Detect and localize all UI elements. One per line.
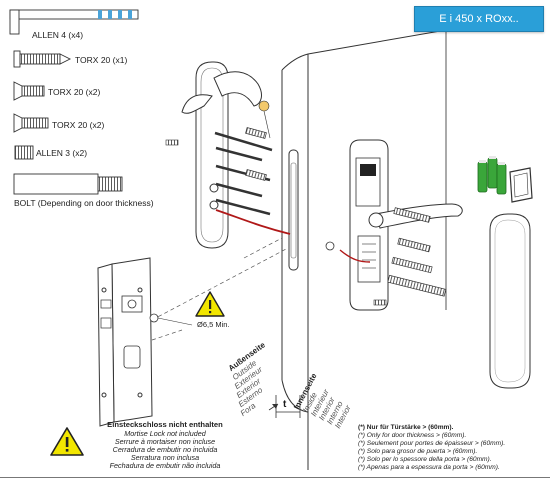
- spacer-marker-icon: [258, 100, 271, 139]
- warning-icon: [50, 427, 84, 456]
- outside-escutcheon: [165, 61, 291, 249]
- part-label-torx-20-short: TORX 20 (x1): [75, 55, 128, 65]
- mortise-note-line: Serrure à mortaiser non incluse: [114, 437, 216, 446]
- short-torx-screw-icon: [13, 50, 72, 68]
- mortise-note-line: Mortise Lock not included: [124, 429, 206, 438]
- warning-icon: [195, 291, 225, 317]
- part-label-torx-20-a: TORX 20 (x2): [48, 87, 101, 97]
- thickness-note-line: (*) Solo per lo spessore della porta > (…: [358, 456, 492, 463]
- thickness-note-line: (*) Solo para grosor de puerta > (60mm).: [358, 448, 478, 455]
- door-thickness-symbol: t: [283, 399, 287, 410]
- mortise-note-line: Fechadura de embutir não incluida: [109, 461, 221, 470]
- thickness-note-line: (*) Apenas para a espessura da porta > (…: [358, 464, 500, 471]
- countersunk-torx-screw-icon: [13, 113, 49, 133]
- bolt-icon: [13, 173, 123, 195]
- mortise-lock: [97, 257, 153, 427]
- mortise-note-line: Serratura non inclusa: [130, 453, 200, 462]
- grub-screw-icon: [14, 145, 34, 160]
- mortise-note-line: Cerradura de embutir no incluida: [112, 445, 218, 454]
- thickness-note-line: (*) Seulement pour portes de épaisseur >…: [358, 440, 506, 447]
- inside-escutcheon: [325, 139, 463, 311]
- allen-key-icon: [9, 9, 139, 35]
- projection-lines: [151, 237, 289, 341]
- countersunk-torx-screw-icon: [13, 81, 45, 101]
- part-label-allen-3: ALLEN 3 (x2): [36, 148, 88, 158]
- model-badge: E i 450 x ROxx..: [414, 6, 544, 32]
- hole-diameter-label: Ø6,5 Min.: [197, 320, 230, 329]
- mortise-note-line: Einsteckschloss nicht enthalten: [107, 420, 223, 429]
- part-label-bolt: BOLT (Depending on door thickness): [14, 198, 154, 208]
- part-label-allen-4: ALLEN 4 (x4): [32, 30, 84, 40]
- battery-pack-icon: [477, 156, 507, 195]
- bottom-divider: [0, 477, 550, 478]
- thickness-note-line: (*) Nur für Türstärke > (60mm).: [358, 424, 454, 431]
- battery-cover-icon: [509, 167, 533, 203]
- direction-arrow-icon: [268, 403, 279, 411]
- door-leaf: [275, 29, 447, 470]
- hole-measure-icon: [149, 313, 193, 326]
- part-label-torx-20-b: TORX 20 (x2): [52, 120, 105, 130]
- inside-back-plate: [489, 213, 531, 389]
- thickness-note-line: (*) Only for door thickness > (60mm).: [358, 432, 467, 439]
